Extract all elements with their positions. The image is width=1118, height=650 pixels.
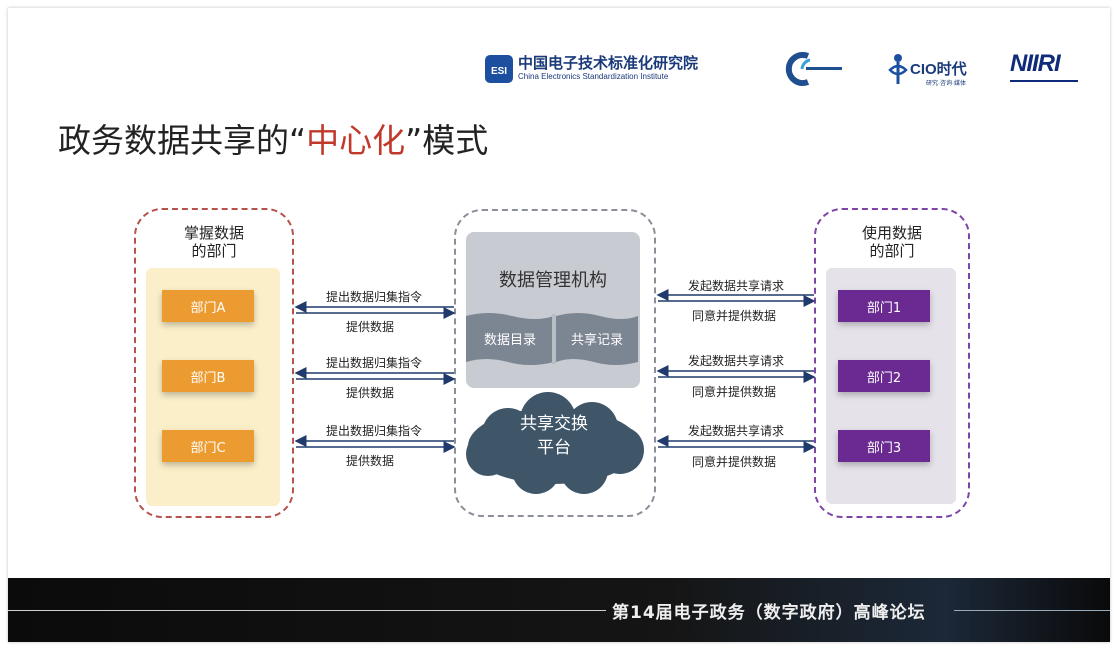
cio-logo-title: CIO时代 <box>910 61 967 78</box>
center-group <box>454 209 656 517</box>
exchange-platform-label: 共享交换 平台 <box>454 412 654 460</box>
cio-logo-icon <box>888 54 908 84</box>
data-holding-label-line2: 的部门 <box>191 242 237 260</box>
instruction-label-c: 提出数据归集指令 <box>326 424 423 438</box>
esi-logo-title: 中国电子技术标准化研究院 <box>518 55 699 72</box>
catalog-banner <box>466 313 638 365</box>
record-label: 共享记录 <box>570 333 623 348</box>
title-suffix: ”模式 <box>405 121 489 160</box>
exchange-platform-cloud <box>466 392 644 494</box>
data-holding-label: 掌握数据 的部门 <box>134 224 294 260</box>
exchange-platform-line2: 平台 <box>537 438 571 458</box>
request-label-1: 发起数据共享请求 <box>688 279 785 293</box>
footer-line-right <box>954 610 1110 611</box>
data-mgmt-title: 数据管理机构 <box>499 270 607 291</box>
instruction-label-a: 提出数据归集指令 <box>326 290 423 304</box>
data-holding-group <box>134 208 294 518</box>
svg-text:ESI: ESI <box>491 66 507 77</box>
provide-label-b: 提供数据 <box>346 386 395 400</box>
cio-logo: CIO时代 研究·咨询·媒体 <box>884 50 980 90</box>
data-using-label-line1: 使用数据 <box>861 224 922 242</box>
footer-line-left <box>8 610 606 611</box>
niiri-logo-underline <box>1010 80 1078 82</box>
request-label-3: 发起数据共享请求 <box>688 424 785 438</box>
agree-label-1: 同意并提供数据 <box>692 309 777 323</box>
data-using-label: 使用数据 的部门 <box>814 224 970 260</box>
exchange-platform-line1: 共享交换 <box>520 414 588 434</box>
title-highlight: 中心化 <box>306 121 406 160</box>
data-holding-label-line1: 掌握数据 <box>183 224 244 242</box>
esi-logo: ESI 中国电子技术标准化研究院 China Electronics Stand… <box>484 52 744 88</box>
cio-logo-subtitle: 研究·咨询·媒体 <box>926 81 966 87</box>
dept-b: 部门B <box>162 360 254 392</box>
footer-banner: 第14届电子政务（数字政府）高峰论坛 <box>8 578 1110 642</box>
data-using-group <box>814 208 970 518</box>
agree-label-2: 同意并提供数据 <box>692 385 777 399</box>
dept-c: 部门C <box>162 430 254 462</box>
c-logo <box>782 50 846 88</box>
data-using-label-line2: 的部门 <box>869 242 915 260</box>
niiri-logo-text: NIIRI <box>1010 50 1061 77</box>
c-logo-icon <box>785 52 842 86</box>
agree-label-3: 同意并提供数据 <box>692 455 777 469</box>
page-title: 政务数据共享的“中心化”模式 <box>58 114 488 162</box>
esi-logo-icon: ESI <box>485 55 513 83</box>
catalog-label: 数据目录 <box>483 333 536 348</box>
footer-title: 第14届电子政务（数字政府）高峰论坛 <box>612 603 926 623</box>
slide: ESI 中国电子技术标准化研究院 China Electronics Stand… <box>8 8 1110 642</box>
niiri-logo: NIIRI <box>1010 50 1090 88</box>
dept-1: 部门1 <box>838 290 930 322</box>
provide-label-a: 提供数据 <box>346 320 395 334</box>
dept-3: 部门3 <box>838 430 930 462</box>
instruction-label-b: 提出数据归集指令 <box>326 356 423 370</box>
esi-logo-subtitle: China Electronics Standardization Instit… <box>518 72 669 81</box>
provide-label-c: 提供数据 <box>346 454 395 468</box>
request-label-2: 发起数据共享请求 <box>688 354 785 368</box>
dept-a: 部门A <box>162 290 254 322</box>
title-prefix: 政务数据共享的“ <box>58 121 307 160</box>
dept-2: 部门2 <box>838 360 930 392</box>
